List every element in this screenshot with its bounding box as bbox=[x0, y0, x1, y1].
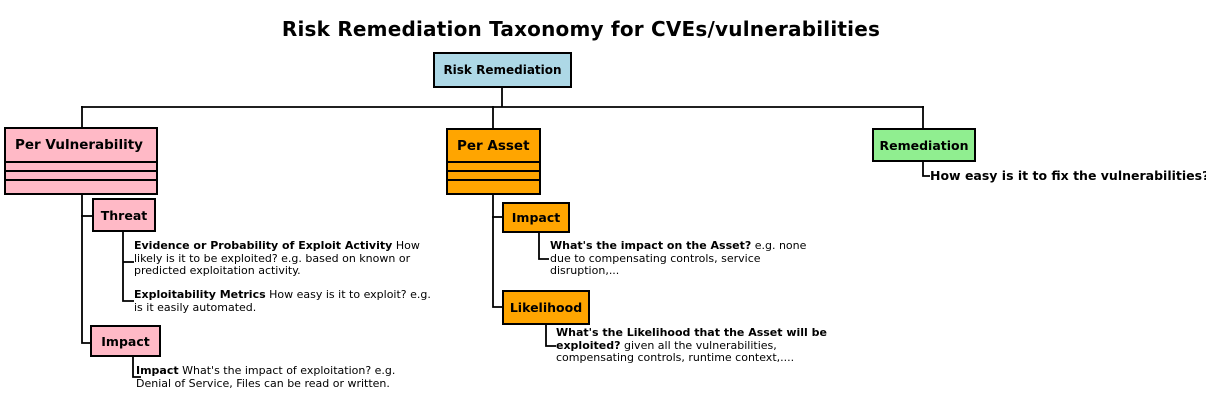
tree-edges bbox=[81, 88, 930, 378]
node-impact-vulnerability: Impact bbox=[90, 325, 161, 357]
node-per-vulnerability: Per Vulnerability bbox=[4, 127, 158, 195]
leaf-likelihood-exploited-lead: What's the Likelihood that the Asset wil… bbox=[556, 326, 827, 352]
leaf-impact-exploitation-lead: Impact bbox=[136, 364, 179, 377]
compartment-row bbox=[448, 161, 539, 170]
node-impact-vulnerability-label: Impact bbox=[101, 333, 150, 349]
leaf-impact-on-asset: What's the impact on the Asset? e.g. non… bbox=[550, 239, 822, 278]
node-risk-remediation-label: Risk Remediation bbox=[443, 63, 562, 77]
leaf-likelihood-exploited: What's the Likelihood that the Asset wil… bbox=[556, 326, 856, 365]
node-threat: Threat bbox=[92, 198, 156, 232]
leaf-fix-vulnerabilities: How easy is it to fix the vulnerabilitie… bbox=[930, 168, 1206, 183]
leaf-exploit-activity: Evidence or Probability of Exploit Activ… bbox=[134, 239, 434, 278]
leaf-impact-on-asset-lead: What's the impact on the Asset? bbox=[550, 239, 752, 252]
compartment-row bbox=[448, 170, 539, 179]
node-risk-remediation: Risk Remediation bbox=[433, 52, 572, 88]
compartment-row bbox=[6, 170, 156, 179]
node-impact-asset: Impact bbox=[502, 202, 570, 233]
leaf-exploitability-metrics-text: How easy is it to exploit? e.g. is it ea… bbox=[134, 288, 431, 314]
leaf-exploit-activity-lead: Evidence or Probability of Exploit Activ… bbox=[134, 239, 393, 252]
node-remediation: Remediation bbox=[872, 128, 976, 162]
compartment-row bbox=[6, 179, 156, 193]
leaf-impact-exploitation-text: What's the impact of exploitation? e.g. … bbox=[136, 364, 396, 390]
leaf-exploit-activity-text: How likely is it to be exploited? e.g. b… bbox=[134, 239, 420, 278]
node-likelihood: Likelihood bbox=[502, 290, 590, 325]
node-likelihood-label: Likelihood bbox=[509, 300, 583, 315]
compartment-row bbox=[6, 161, 156, 170]
compartment-row bbox=[448, 179, 539, 193]
node-impact-asset-label: Impact bbox=[511, 210, 561, 225]
leaf-exploitability-metrics-lead: Exploitability Metrics bbox=[134, 288, 266, 301]
node-threat-label: Threat bbox=[100, 207, 148, 223]
node-per-asset-label: Per Asset bbox=[457, 137, 530, 154]
node-per-vulnerability-label: Per Vulnerability bbox=[15, 137, 143, 153]
leaf-exploitability-metrics: Exploitability Metrics How easy is it to… bbox=[134, 288, 434, 314]
node-per-asset: Per Asset bbox=[446, 128, 541, 195]
leaf-likelihood-exploited-text: given all the vulnerabilities, compensat… bbox=[556, 338, 795, 365]
diagram-title: Risk Remediation Taxonomy for CVEs/vulne… bbox=[281, 17, 881, 41]
leaf-impact-on-asset-text: e.g. none due to compensating controls, … bbox=[550, 239, 807, 278]
node-remediation-label: Remediation bbox=[879, 137, 969, 153]
leaf-impact-exploitation: Impact What's the impact of exploitation… bbox=[136, 364, 431, 390]
